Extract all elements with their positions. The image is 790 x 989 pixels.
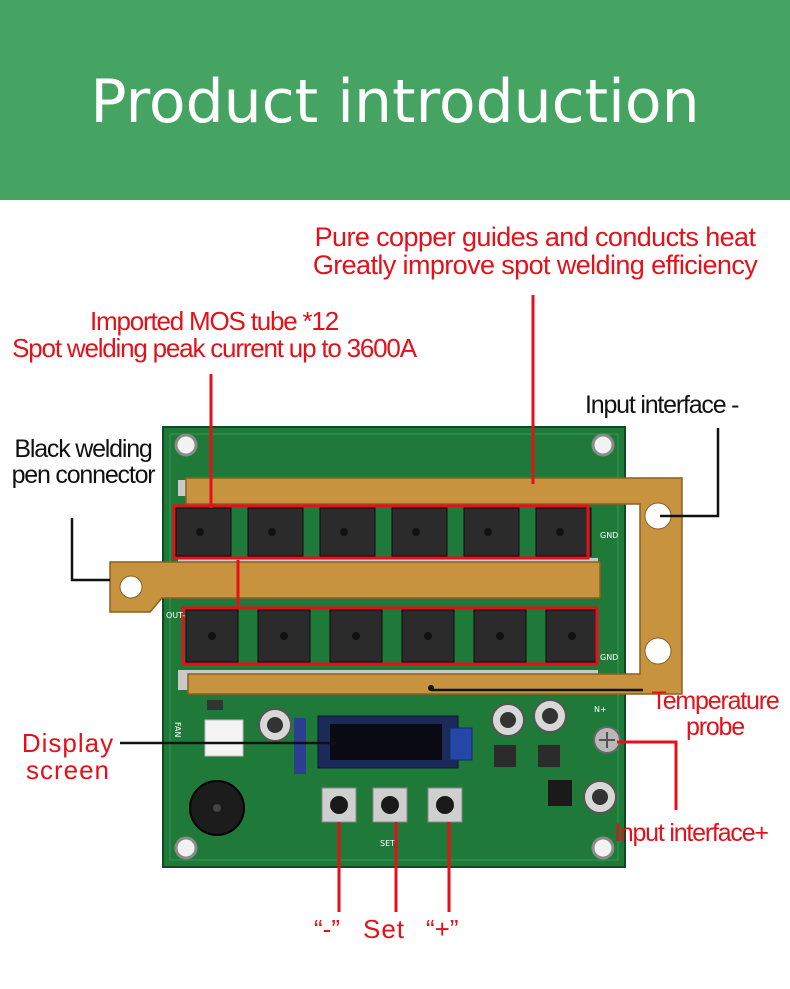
pcb-edge [169, 433, 619, 861]
leader-pen-connector [70, 518, 110, 582]
copper-label: Pure copper guides and conducts heat Gre… [290, 223, 780, 280]
page-title: Product introduction [90, 67, 700, 137]
leader-input-minus [660, 428, 720, 518]
mos-row-top [175, 507, 592, 557]
display-screen-label: Display screen [12, 728, 124, 786]
silk-gnd-bottom: GND [600, 653, 618, 662]
silk-out: OUT- [166, 611, 185, 620]
silk-fan: FAN [173, 722, 182, 737]
temperature-line2: probe [686, 713, 745, 742]
mounting-holes [174, 433, 615, 860]
button-set-body [372, 787, 408, 823]
temperature-line1: Temperature [651, 687, 779, 715]
copper-label-line2: Greatly improve spot welding efficiency [312, 250, 758, 281]
relay-chip [204, 719, 244, 757]
pen-connector-line2: pen connector [11, 461, 156, 490]
copper-bar-input-minus [185, 477, 683, 695]
temperature-probe-label: Temperature probe [640, 688, 790, 741]
silk-gnd-top: GND [600, 531, 618, 540]
mos-label-line1: Imported MOS tube *12 [90, 306, 339, 336]
input-plus-label: Input interface+ [614, 819, 769, 847]
button-plus-label: “+” [426, 914, 459, 944]
mos-highlight-bottom [181, 606, 599, 666]
display-line1: Display [21, 728, 115, 758]
ic-chip [548, 780, 572, 806]
mos-highlight-top [172, 504, 590, 560]
potentiometer [449, 727, 473, 761]
leader-lines [70, 295, 720, 912]
inductor-1 [494, 745, 516, 767]
pen-connector-hole [119, 575, 143, 599]
oled-screen [330, 724, 442, 760]
leader-input-plus [617, 740, 678, 810]
copper-bars [109, 477, 683, 695]
copper-bar-pen-connector [109, 561, 601, 613]
board-buttons [321, 787, 463, 823]
input-minus-label: Input interface - [585, 391, 740, 419]
input-minus-hole-bottom [644, 637, 672, 665]
silk-n-plus: N+ [594, 705, 607, 714]
header-banner: Product introduction [0, 0, 790, 200]
display-line2: screen [25, 755, 111, 786]
mos-row-bottom [185, 609, 599, 663]
mos-label-line2: Spot welding peak current up to 3600A [12, 333, 417, 364]
pen-connector-label: Black welding pen connector [4, 436, 162, 489]
header-pins [294, 718, 306, 774]
mos-label: Imported MOS tube *12 Spot welding peak … [4, 306, 424, 364]
silk-set: SET [380, 839, 395, 848]
button-minus-label: “-” [314, 914, 340, 944]
lower-components [189, 685, 621, 836]
inductor-2 [538, 745, 560, 767]
button-set-label: Set [363, 914, 406, 944]
pen-connector-line1: Black welding [14, 435, 152, 463]
copper-label-line1: Pure copper guides and conducts heat [314, 222, 756, 252]
